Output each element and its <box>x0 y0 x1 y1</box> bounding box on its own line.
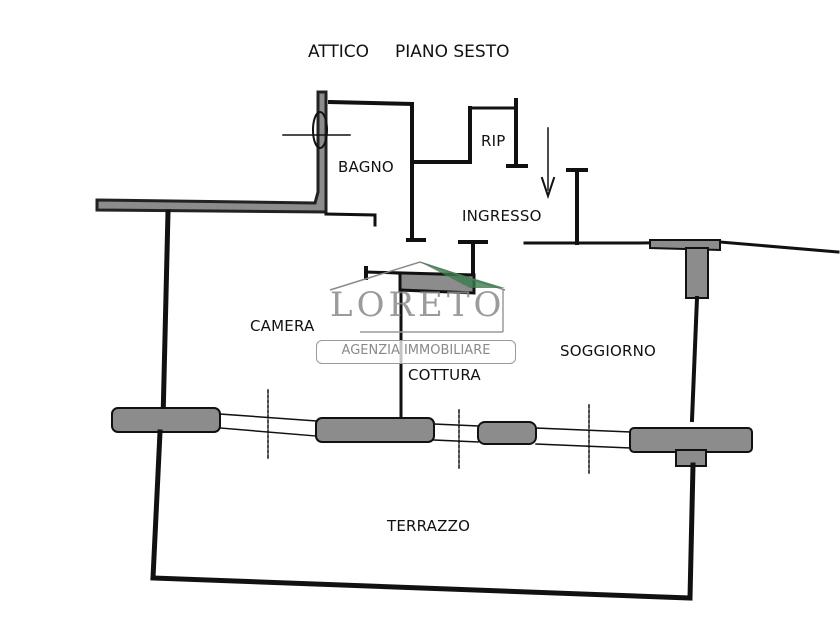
room-label-camera: CAMERA <box>250 317 315 335</box>
plan-title-floor: PIANO SESTO <box>395 42 510 62</box>
room-label-bagno: BAGNO <box>338 158 394 176</box>
logo-subtitle: AGENZIA IMMOBILIARE <box>316 340 516 364</box>
window-wall <box>111 389 753 475</box>
room-label-terrazzo: TERRAZZO <box>387 517 471 535</box>
room-label-ingresso: INGRESSO <box>462 207 542 225</box>
room-label-rip: RIP <box>481 132 506 150</box>
logo-brand: LORETO <box>330 285 506 325</box>
room-label-cottura: COTTURA <box>408 366 481 384</box>
room-label-soggiorno: SOGGIORNO <box>560 342 657 360</box>
terrace-outline <box>150 429 696 601</box>
plan-title-attico: ATTICO <box>308 42 370 62</box>
wall-top-left <box>95 90 328 214</box>
walls <box>95 90 840 601</box>
logo-roof <box>329 261 506 333</box>
